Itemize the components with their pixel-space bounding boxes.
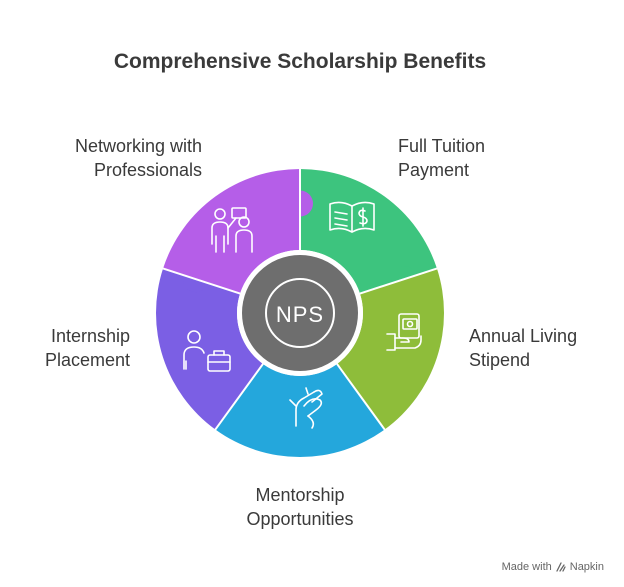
napkin-watermark: Made with Napkin: [501, 561, 604, 573]
label-mentorship: Mentorship Opportunities: [246, 485, 354, 529]
segment-internship: [156, 268, 263, 430]
person-briefcase-icon: [183, 330, 231, 372]
label-networking: Networking with Professionals: [74, 136, 202, 180]
center-label: NPS: [276, 302, 324, 327]
segment-divider: [213, 363, 264, 431]
helping-hand-icon: [289, 387, 323, 429]
label-internship: Internship Placement: [44, 326, 130, 370]
people-presentation-icon: [211, 207, 253, 253]
hand-money-icon: [386, 313, 422, 351]
center-hub: [242, 255, 358, 371]
segment-divider: [161, 267, 241, 295]
napkin-logo-icon: [556, 562, 566, 572]
segment-divider: [359, 267, 439, 295]
book-dollar-icon: [329, 201, 375, 233]
segment-networking: [163, 169, 300, 294]
segment-mentorship: [215, 363, 385, 457]
label-tuition: Full Tuition Payment: [398, 136, 486, 180]
segment-tuition: [300, 169, 437, 294]
segment-divider: [336, 363, 387, 431]
label-stipend: Annual Living Stipend: [469, 326, 578, 370]
center-badge: [265, 278, 335, 348]
diagram-title: Comprehensive Scholarship Benefits: [113, 50, 487, 73]
